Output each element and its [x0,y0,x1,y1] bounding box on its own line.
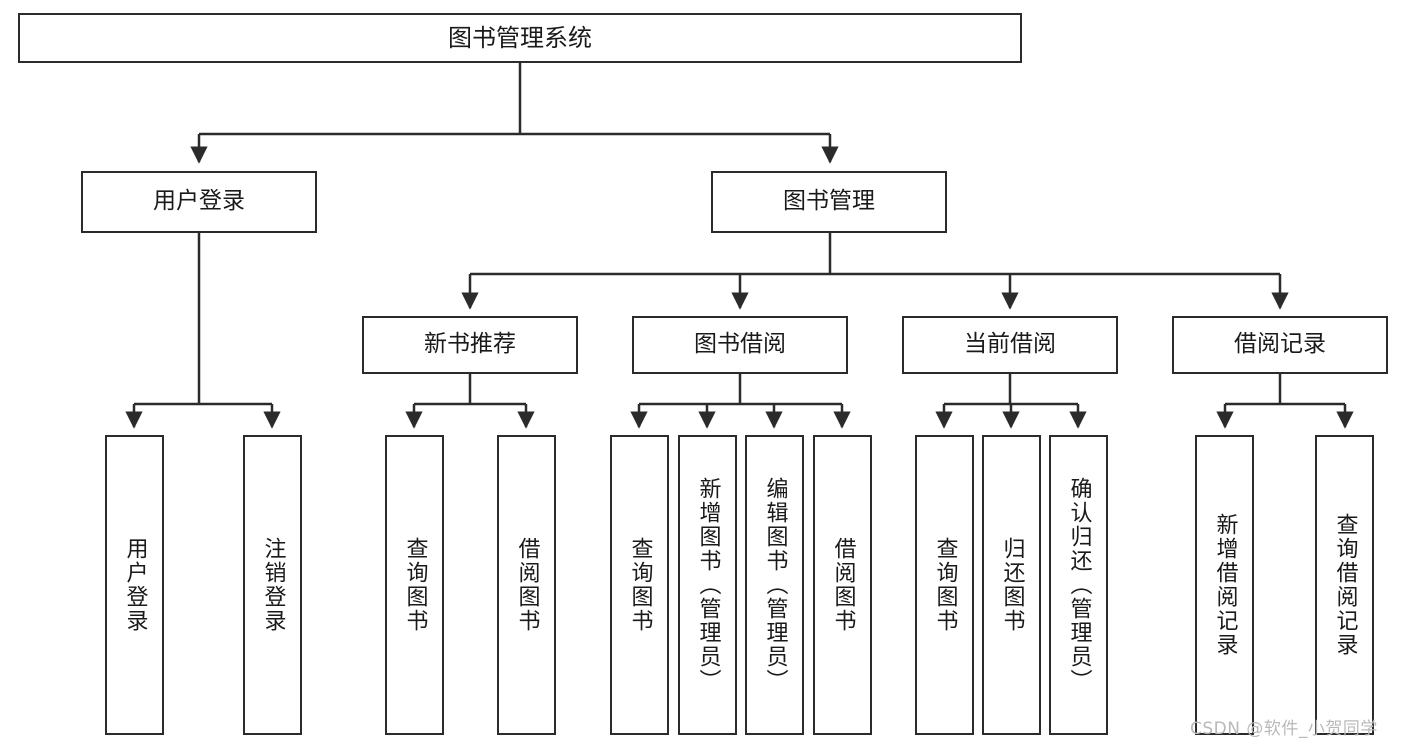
leaf-new-book-borrow-book[interactable]: 借阅图书 [497,435,556,735]
leaf-borrow-record-add-record[interactable]: 新增借阅记录 [1195,435,1254,735]
leaf-current-borrow-query-book[interactable]: 查询图书 [915,435,974,735]
node-label: 新增图书（管理员） [695,477,721,693]
node-borrow-record[interactable]: 借阅记录 [1172,316,1388,374]
node-label: 归还图书 [999,537,1025,633]
leaf-current-borrow-return-book[interactable]: 归还图书 [982,435,1041,735]
node-label: 图书借阅 [694,331,786,358]
node-label: 图书管理 [783,188,875,215]
node-label: 确认归还（管理员） [1066,477,1092,693]
node-label: 借阅记录 [1234,331,1326,358]
node-label: 注销登录 [260,537,286,633]
node-book-borrow[interactable]: 图书借阅 [632,316,848,374]
watermark-text: CSDN @软件_小贺同学 [1190,719,1378,739]
node-label: 新增借阅记录 [1212,513,1238,657]
node-label: 查询图书 [932,537,958,633]
node-label: 编辑图书（管理员） [762,477,788,693]
leaf-user-login-login[interactable]: 用户登录 [105,435,164,735]
node-label: 当前借阅 [964,331,1056,358]
leaf-book-borrow-add-book[interactable]: 新增图书（管理员） [678,435,737,735]
node-label: 查询借阅记录 [1332,513,1358,657]
node-current-borrow[interactable]: 当前借阅 [902,316,1118,374]
leaf-borrow-record-query-record[interactable]: 查询借阅记录 [1315,435,1374,735]
leaf-book-borrow-edit-book[interactable]: 编辑图书（管理员） [745,435,804,735]
node-new-book-recommend[interactable]: 新书推荐 [362,316,578,374]
node-label: 借阅图书 [830,537,856,633]
node-label: 查询图书 [402,537,428,633]
node-label: 图书管理系统 [448,23,592,52]
leaf-new-book-query-book[interactable]: 查询图书 [385,435,444,735]
node-book-management[interactable]: 图书管理 [711,171,947,233]
node-root-book-management-system[interactable]: 图书管理系统 [18,13,1022,63]
node-label: 用户登录 [122,537,148,633]
leaf-user-login-logout[interactable]: 注销登录 [243,435,302,735]
node-label: 借阅图书 [514,537,540,633]
node-label: 查询图书 [627,537,653,633]
node-label: 新书推荐 [424,331,516,358]
leaf-book-borrow-borrow-book[interactable]: 借阅图书 [813,435,872,735]
leaf-book-borrow-query-book[interactable]: 查询图书 [610,435,669,735]
node-label: 用户登录 [153,188,245,215]
leaf-current-borrow-confirm-return[interactable]: 确认归还（管理员） [1049,435,1108,735]
node-user-login[interactable]: 用户登录 [81,171,317,233]
